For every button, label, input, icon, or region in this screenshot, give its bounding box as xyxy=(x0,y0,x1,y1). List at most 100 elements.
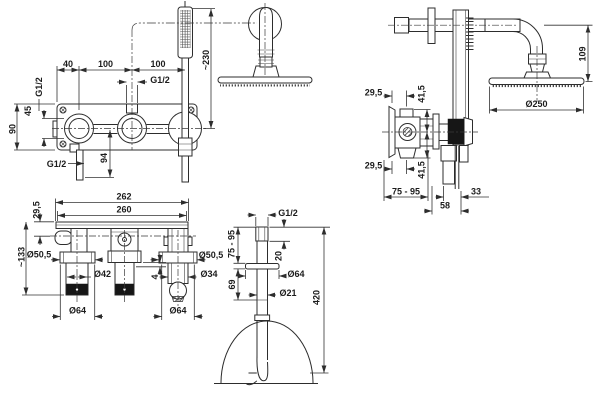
lever-handle xyxy=(76,149,84,181)
dimension-wall-depth: 75 - 95 xyxy=(383,150,429,201)
dimension-230: ~230 xyxy=(192,8,215,129)
dim-label-262: 262 xyxy=(116,192,131,202)
thread-label-left: G1/2 xyxy=(34,77,44,97)
dimension-21: Ø21 xyxy=(248,288,297,298)
escutcheon xyxy=(245,263,280,270)
side-port xyxy=(52,120,58,138)
dimension-29-5: 29,5 xyxy=(32,201,54,245)
dimension-58: 58 xyxy=(424,186,469,215)
dimension-260: 260 xyxy=(57,205,187,221)
centerline xyxy=(131,22,257,31)
thread-label: G1/2 xyxy=(278,208,298,218)
dimension-20: 20 xyxy=(269,219,290,261)
dim-label-41-5-top: 41,5 xyxy=(417,85,427,103)
dim-label-69: 69 xyxy=(227,279,237,289)
drop-pipe xyxy=(442,160,455,185)
dia-label-64-right: Ø64 xyxy=(169,306,186,316)
dim-label-420: 420 xyxy=(312,290,322,305)
clamp-block xyxy=(447,118,465,145)
hand-shower-grip-texture xyxy=(180,10,191,48)
mixer-plan-view: 262 260 29,5 ~133 Ø50,5 Ø42 xyxy=(17,192,224,320)
concealed-valve xyxy=(388,105,473,189)
dim-label-wall-depth: 75 - 95 xyxy=(227,230,237,258)
dia-label-34: Ø34 xyxy=(200,269,217,279)
dim-label-100-right: 100 xyxy=(150,59,165,69)
dim-label-head-diameter: Ø250 xyxy=(525,99,547,109)
mixer-front-view: 40 100 100 G1/2 ~230 G1/2 45 90 G1/ xyxy=(8,1,313,183)
dimension-50-5-left: Ø50,5 xyxy=(27,250,103,263)
dimension-wall-depth: 75 - 95 xyxy=(227,226,256,264)
shower-head xyxy=(488,77,585,85)
spray-nozzles xyxy=(220,83,310,87)
dimension-34: Ø34 xyxy=(159,269,218,280)
dimension-40-100-100: 40 100 100 xyxy=(56,59,185,110)
side-port-cylinder xyxy=(54,230,73,245)
dia-label-21: Ø21 xyxy=(279,288,296,298)
dim-label-90: 90 xyxy=(8,124,18,134)
wall-flange xyxy=(427,7,436,44)
dimension-64-right: Ø64 xyxy=(153,264,203,320)
docked-hand-shower-view xyxy=(217,6,313,87)
dim-label-58: 58 xyxy=(440,201,450,211)
dim-label-133: ~133 xyxy=(17,247,27,267)
dia-label-64-left: Ø64 xyxy=(69,306,86,316)
dimension-262: 262 xyxy=(55,192,189,221)
thread-label-bottom: G1/2 xyxy=(47,159,67,169)
dimension-250: Ø250 xyxy=(489,86,584,114)
thread-end xyxy=(255,226,269,242)
dia-label-50-5-right: Ø50,5 xyxy=(199,250,224,260)
dimension-64: Ø64 xyxy=(237,269,305,279)
dim-label-41-5-bottom: 41,5 xyxy=(417,161,427,179)
hand-shower-holder xyxy=(178,137,193,157)
dim-label-45: 45 xyxy=(23,106,33,116)
thread-label-top: G1/2 xyxy=(150,75,170,85)
dimension-g12: G1/2 xyxy=(247,208,298,226)
dimension-4: 4 xyxy=(136,254,166,280)
mounting-screws xyxy=(59,106,195,148)
shower-head-nozzles xyxy=(491,84,582,88)
dimension-109: 109 xyxy=(544,24,593,82)
spout-pipe xyxy=(245,226,280,386)
dia-label-50-5-left: Ø50,5 xyxy=(27,250,52,260)
left-valve-assembly xyxy=(54,228,96,296)
dim-label-109: 109 xyxy=(578,46,588,61)
pipe-coupling xyxy=(254,314,271,321)
docked-handle xyxy=(259,6,273,58)
dia-label-64: Ø64 xyxy=(287,269,304,279)
overhead-head-edge xyxy=(217,76,313,84)
dimension-64-left: Ø64 xyxy=(52,264,103,320)
arm-elbow xyxy=(512,18,543,54)
dim-label-29-5: 29,5 xyxy=(32,201,42,219)
lever-base xyxy=(69,143,80,153)
dimension-94: 94 xyxy=(85,130,114,178)
valve-flange xyxy=(432,113,440,150)
dim-label-260: 260 xyxy=(116,205,131,215)
dim-label-4: 4 xyxy=(150,274,160,279)
dimension-g12-bottom: G1/2 xyxy=(47,159,84,169)
dimension-50-5-right: Ø50,5 xyxy=(150,250,224,263)
spout-side-view: G1/2 20 75 - 95 69 Ø64 Ø21 xyxy=(214,208,330,386)
centerline xyxy=(76,230,179,308)
dimension-29-5-top: 29,5 xyxy=(365,88,415,107)
dia-label-42: Ø42 xyxy=(94,269,111,279)
dim-label-wall-depth: 75 - 95 xyxy=(392,187,420,197)
dimension-41-5-top: 41,5 xyxy=(414,85,431,132)
connecting-pipes xyxy=(93,124,170,134)
dim-label-94: 94 xyxy=(99,153,109,163)
dim-label-100-left: 100 xyxy=(98,59,113,69)
dim-label-29-5-bottom: 29,5 xyxy=(365,161,383,171)
dimension-133: ~133 xyxy=(17,222,64,296)
dim-label-33: 33 xyxy=(471,187,481,197)
dim-label-29-5-top: 29,5 xyxy=(365,88,383,98)
dimension-42: Ø42 xyxy=(67,269,111,280)
dimension-420: 420 xyxy=(310,227,329,374)
hand-shower xyxy=(177,1,193,183)
dimension-left-side: G1/2 45 90 xyxy=(8,77,64,151)
dim-label-230: ~230 xyxy=(201,50,211,70)
dim-label-20: 20 xyxy=(274,251,284,261)
dim-label-40: 40 xyxy=(63,59,73,69)
dimension-29-5-bottom: 29,5 xyxy=(365,160,415,174)
dimension-g12-top: G1/2 xyxy=(117,75,170,103)
